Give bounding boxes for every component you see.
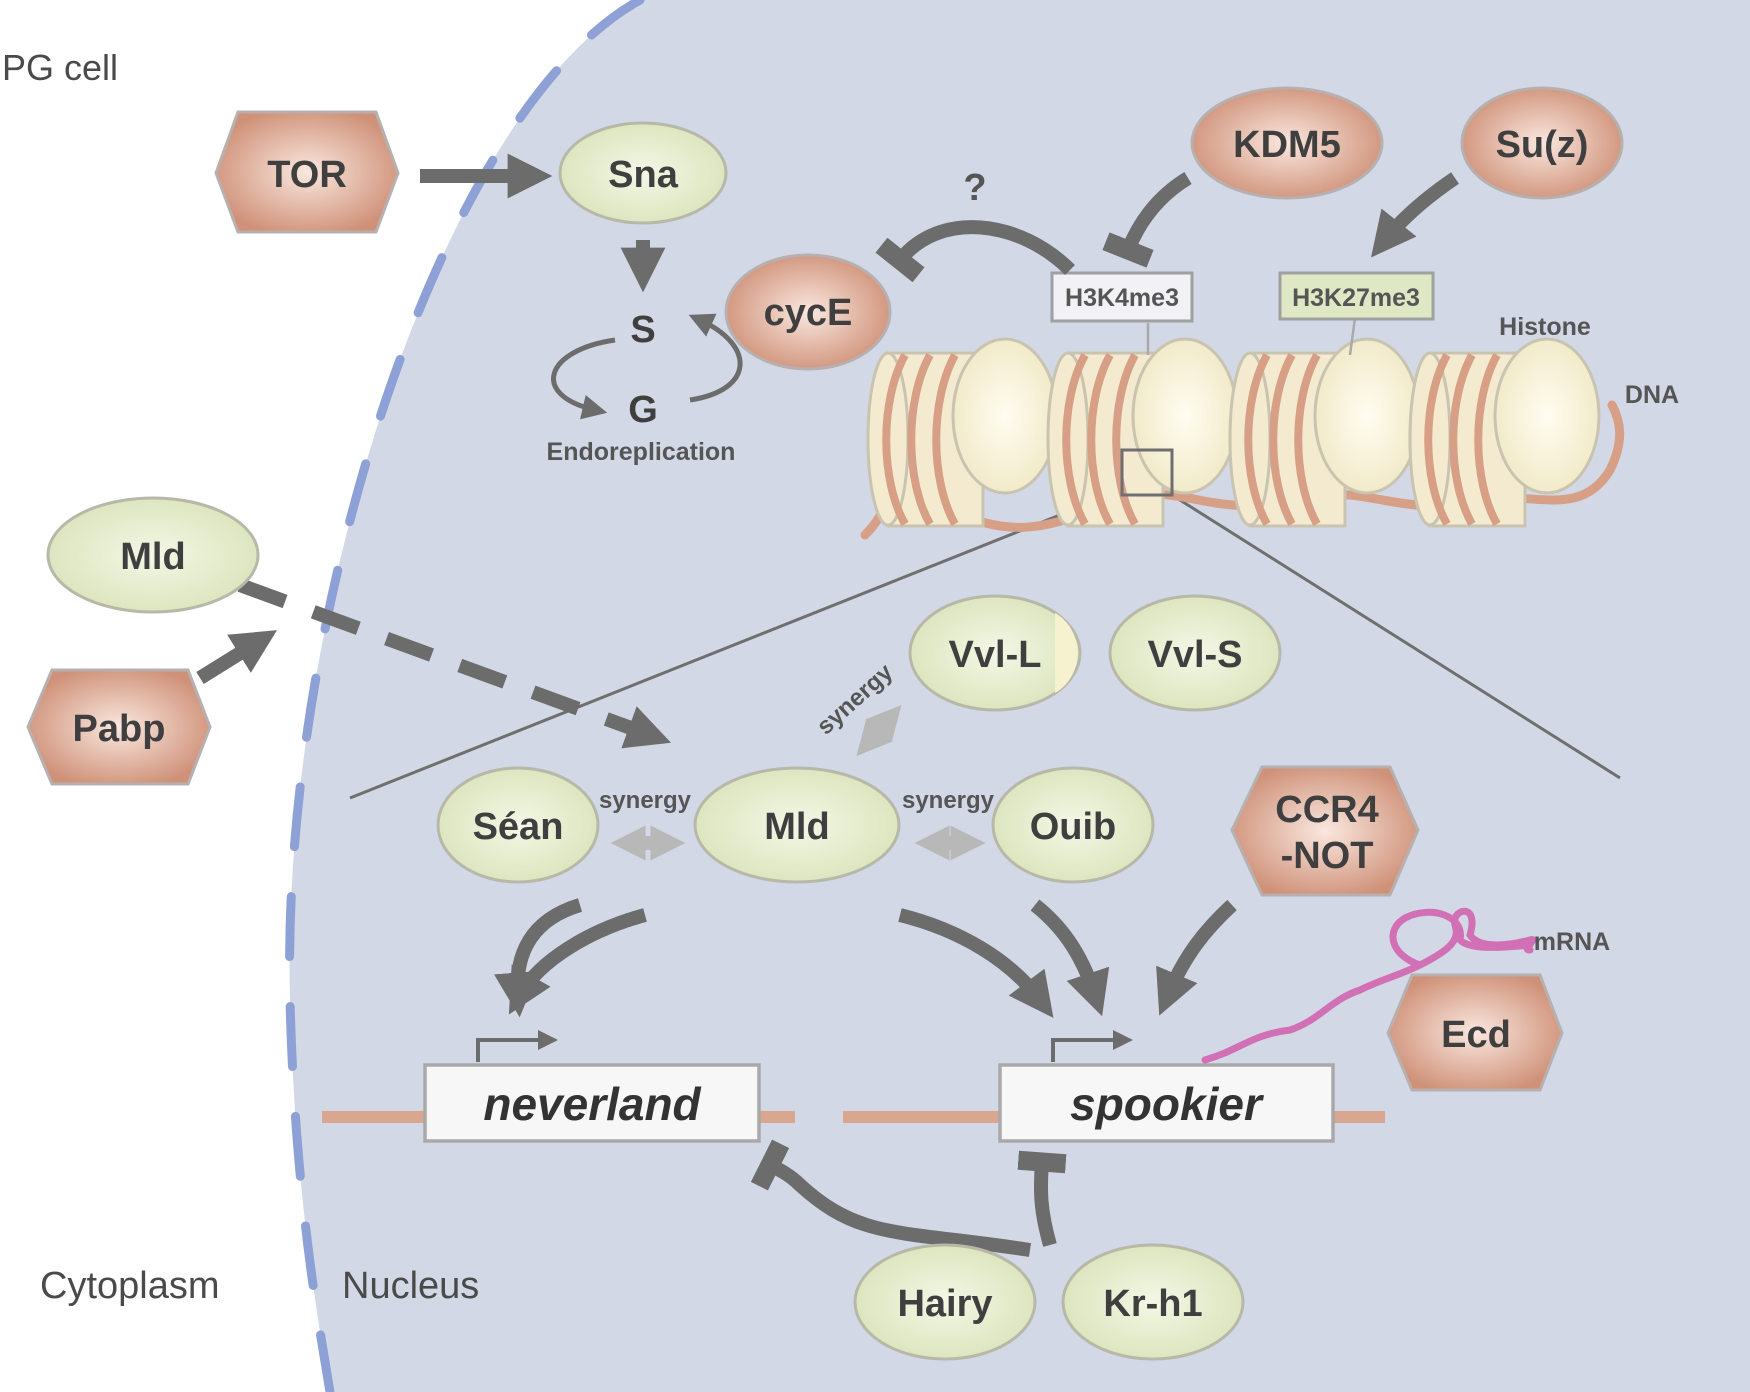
krh1-node <box>1061 1243 1245 1361</box>
mld-cytoplasm-label: Mld <box>120 536 185 578</box>
h3k4me3-label: H3K4me3 <box>1065 284 1179 312</box>
h3k27me3-connector <box>1348 317 1357 356</box>
zoom-box <box>1120 448 1174 497</box>
synergy-label-right: synergy <box>902 787 995 814</box>
hairy-node <box>853 1243 1037 1361</box>
cycle-arrow-right <box>688 313 743 403</box>
ouib-label: Ouib <box>1030 806 1117 848</box>
zoom-line-left <box>349 493 1111 800</box>
tor-label: TOR <box>267 154 347 196</box>
vvl-l-highlight <box>1055 613 1078 693</box>
arrow-mld-to-spookier <box>898 908 1054 1018</box>
arrow-ccr4not-to-spookier <box>1156 899 1237 1016</box>
mld-nucleus-label: Mld <box>764 806 829 848</box>
arrow-ouib-to-spookier <box>1030 899 1110 1017</box>
hairy-label: Hairy <box>897 1283 992 1325</box>
ouib-node <box>991 766 1155 884</box>
inhibit-kdm5-to-h3k4me3 <box>1102 172 1192 268</box>
vvl-s-label: Vvl-S <box>1147 634 1242 676</box>
tor-node <box>214 110 400 234</box>
suz-label: Su(z) <box>1496 124 1589 166</box>
kdm5-label: KDM5 <box>1233 124 1341 166</box>
s-phase-label: S <box>630 309 655 351</box>
mrna-loop <box>1389 908 1534 969</box>
h3k4me3-box <box>1050 271 1194 323</box>
question-mark: ? <box>963 167 986 209</box>
inhibit-krh1-to-neverland <box>750 1139 1032 1257</box>
vvl-l-label: Vvl-L <box>949 634 1042 676</box>
g-phase-label: G <box>628 389 658 431</box>
ecd-node <box>1386 973 1564 1092</box>
cyce-label: cycE <box>764 292 853 334</box>
neverland-gene-label: neverland <box>483 1078 701 1130</box>
cytoplasm-label: Cytoplasm <box>40 1265 220 1307</box>
histone-label: Histone <box>1499 313 1591 341</box>
krh1-label: Kr-h1 <box>1103 1283 1202 1325</box>
sean-label: Séan <box>473 806 564 848</box>
arrow-mld-to-neverland <box>508 908 647 1015</box>
mld-nucleus-node <box>693 766 901 884</box>
synergy-label-left: synergy <box>599 787 692 814</box>
nucleosome-2 <box>1046 337 1239 528</box>
cycle-arrow-left <box>551 337 616 420</box>
mld-cytoplasm-node <box>46 496 260 614</box>
zoom-line-right <box>1171 493 1621 780</box>
endoreplication-label: Endoreplication <box>547 438 736 466</box>
h3k27me3-label: H3K27me3 <box>1292 284 1420 312</box>
kdm5-node <box>1190 86 1384 200</box>
ccr4-label: CCR4 <box>1275 789 1378 831</box>
sean-node <box>436 766 600 884</box>
ccr4-not-label: -NOT <box>1281 835 1374 877</box>
vvl-l-node <box>908 594 1082 712</box>
nucleosome-1 <box>866 337 1059 528</box>
nucleus-label: Nucleus <box>342 1265 479 1307</box>
tss-arrow-neverland <box>476 1030 558 1062</box>
h3k27me3-box <box>1278 271 1435 321</box>
pabp-label: Pabp <box>73 708 166 750</box>
synergy-arrow-mld-vvl <box>856 704 902 757</box>
ccr4-not-node <box>1230 765 1420 897</box>
sna-node <box>558 121 728 225</box>
inhibit-krh1-to-spookier <box>1017 1150 1067 1247</box>
tss-arrow-spookier <box>1051 1030 1133 1062</box>
suz-node <box>1460 86 1624 200</box>
cyce-node <box>724 253 892 371</box>
nuclear-membrane <box>285 0 645 1392</box>
spookier-gene-box <box>998 1063 1335 1143</box>
mrna-label: mRNA <box>1534 928 1610 956</box>
nucleosome-3 <box>1228 337 1421 528</box>
inhibit-h3k4me3-to-cyce <box>875 220 1075 283</box>
neverland-gene-box <box>423 1063 761 1143</box>
dna-label: DNA <box>1625 381 1679 409</box>
sna-label: Sna <box>608 154 679 196</box>
nucleosome-4 <box>1408 337 1601 528</box>
vvl-s-node <box>1108 594 1282 712</box>
spookier-gene-label: spookier <box>1070 1078 1264 1130</box>
arrow-suz-to-h3k27me3 <box>1371 172 1459 258</box>
ecd-label: Ecd <box>1441 1014 1511 1056</box>
pg-cell-label: PG cell <box>2 47 118 88</box>
pabp-node <box>26 668 212 786</box>
arrow-pabp-to-mld <box>196 630 278 684</box>
